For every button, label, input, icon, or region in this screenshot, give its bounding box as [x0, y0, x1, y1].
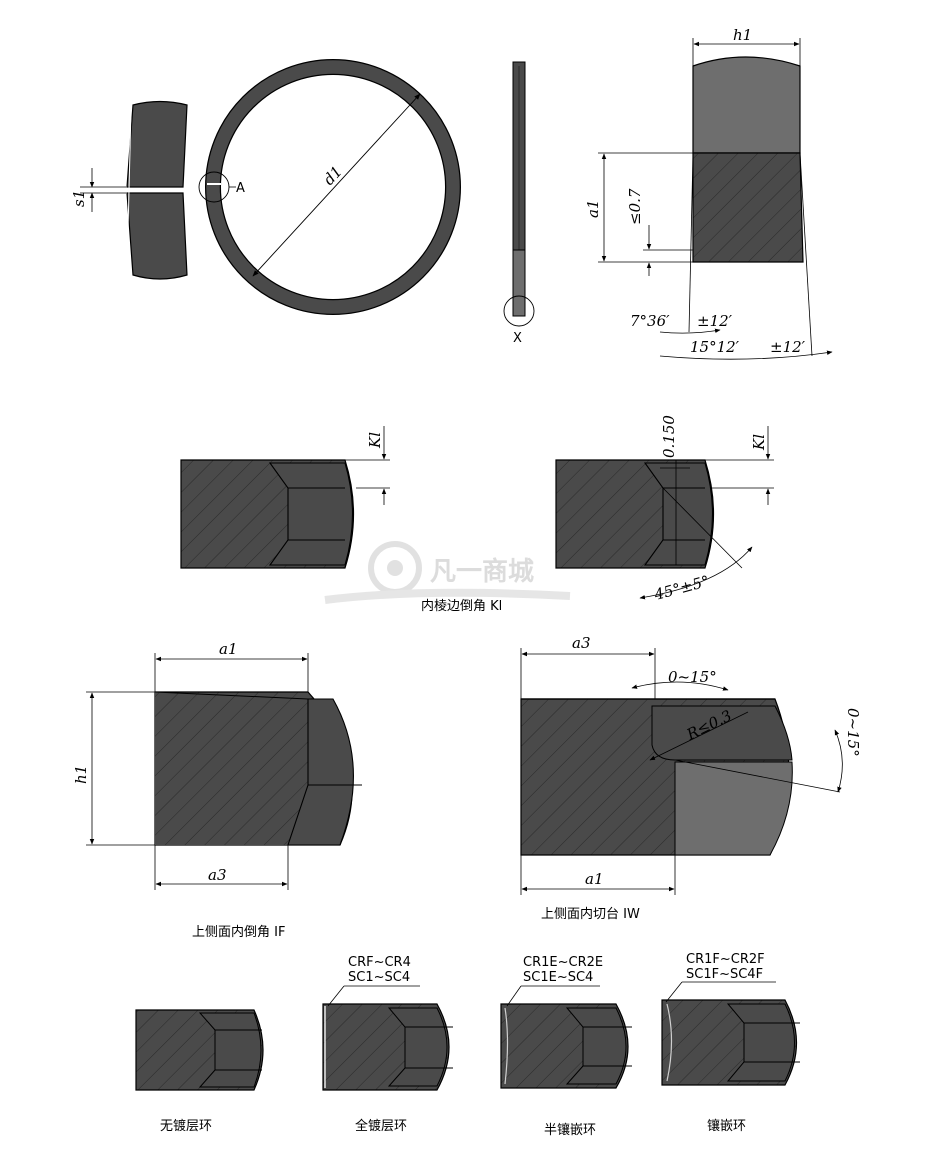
kl-label-left: Kl [366, 432, 384, 449]
angle-45: 45°±5° [651, 572, 711, 604]
h1-label-top: h1 [733, 26, 752, 44]
angle-15-12-tol: ±12′ [770, 338, 806, 356]
label-a: A [236, 181, 245, 196]
ring-side-view: X [503, 61, 535, 346]
d1-label: d1 [320, 162, 346, 188]
angle-15-12: 15°12′ [690, 338, 740, 356]
code2-inlaid: SC1F~SC4F [686, 967, 763, 982]
iw-a3-label: a3 [572, 634, 591, 652]
caption-inlaid: 镶嵌环 [707, 1118, 746, 1134]
code2-semi: SC1E~SC4 [523, 970, 593, 985]
iw-section: a3 0~15° R≤0.3 0~15° a1 [520, 634, 862, 895]
watermark-text: 凡一商城 [430, 556, 534, 587]
a1-label-top: a1 [584, 200, 602, 219]
iw-a1-label: a1 [585, 870, 604, 888]
code1-semi: CR1E~CR2E [523, 955, 603, 970]
ki-section-left: Kl [180, 426, 390, 569]
piston-ring-view: A d1 [198, 59, 461, 315]
caption-ki: 内棱边倒角 Kl [421, 598, 502, 614]
watermark: 凡一商城 [324, 541, 571, 604]
code2-full: SC1~SC4 [348, 970, 410, 985]
ring-uncoated [135, 1009, 264, 1091]
t0150-label: 0.150 [660, 415, 678, 458]
ki-section-right: Kl 0.150 45°±5° [555, 415, 774, 604]
ring-inlaid: CR1F~CR2F SC1F~SC4F [661, 952, 800, 1086]
iw-angle-right: 0~15° [844, 708, 862, 757]
caption-semi: 半镶嵌环 [544, 1122, 596, 1138]
code1-full: CRF~CR4 [348, 955, 411, 970]
if-a3-label: a3 [208, 866, 227, 884]
angle-7-36-tol: ±12′ [697, 312, 733, 330]
ring-fully-coated: CRF~CR4 SC1~SC4 [322, 955, 453, 1091]
caption-uncoated: 无镀层环 [160, 1118, 212, 1134]
s1-label: s1 [70, 190, 88, 207]
ring-semi-inlaid: CR1E~CR2E SC1E~SC4 [500, 955, 632, 1089]
if-h1-label: h1 [72, 765, 90, 784]
cross-section-taper: h1 a1 ≤0.7 7°36′ ±12′ 15°12′ ±12′ [584, 26, 833, 360]
caption-if: 上侧面内倒角 IF [192, 924, 285, 940]
if-a1-label: a1 [219, 640, 238, 658]
kl-label-right: Kl [750, 434, 768, 451]
if-section: a1 h1 a3 [72, 640, 362, 890]
iw-angle-top: 0~15° [668, 668, 717, 686]
le07-label: ≤0.7 [626, 188, 644, 225]
caption-full: 全镀层环 [355, 1118, 407, 1134]
angle-7-36: 7°36′ [630, 312, 670, 330]
code1-inlaid: CR1F~CR2F [686, 952, 765, 967]
caption-iw: 上侧面内切台 IW [541, 906, 640, 922]
gap-detail: s1 [70, 100, 188, 280]
label-x: X [513, 331, 522, 346]
